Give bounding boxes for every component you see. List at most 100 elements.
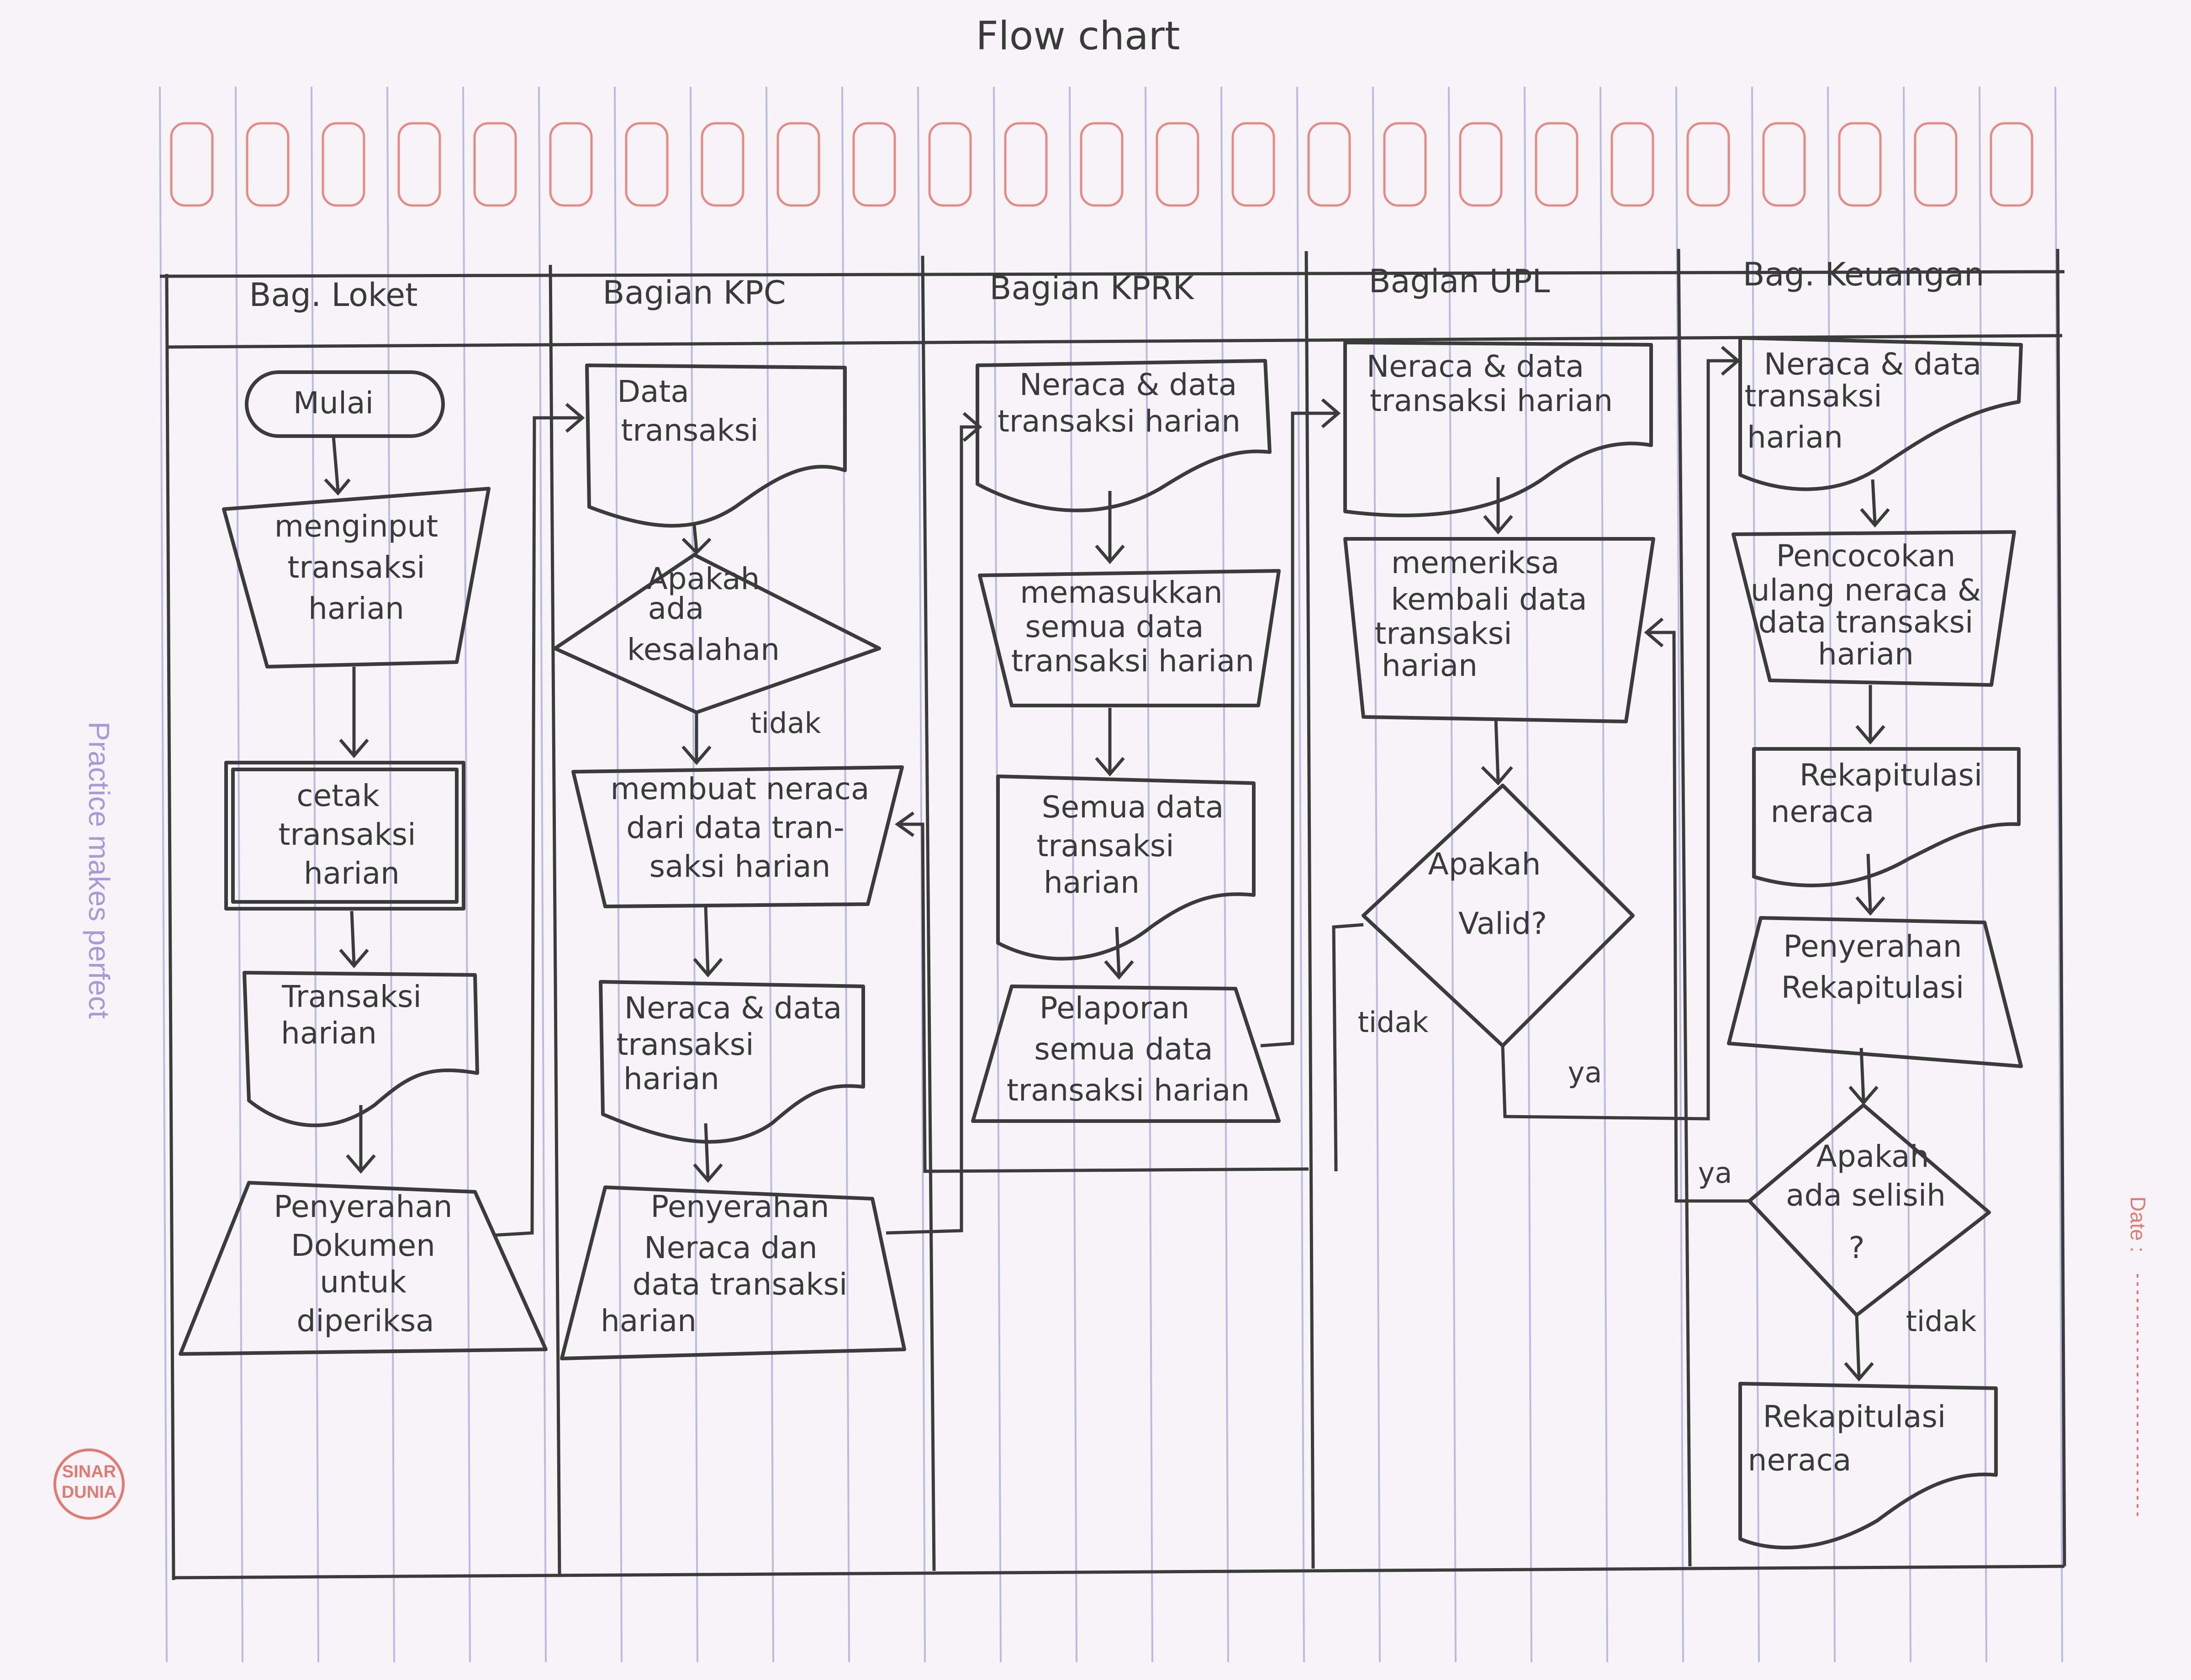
svg-text:Penyerahan: Penyerahan	[1783, 929, 1962, 964]
edge-kpc-to-kprk	[886, 425, 977, 1235]
brand-logo-line-1: SINAR	[62, 1462, 116, 1481]
edge-label-tidak-upl: tidak	[1358, 1006, 1429, 1039]
edge-data-apakah	[692, 525, 698, 551]
ruled-line	[841, 86, 850, 1663]
edge-valid-tidak	[1332, 923, 1364, 1172]
svg-text:dari data tran-: dari data tran-	[626, 810, 845, 845]
lane-header-upl: Bagian UPL	[1369, 263, 1550, 300]
header-tab	[625, 122, 669, 207]
paper-date-label: Date :	[2126, 1196, 2150, 1253]
ruled-line	[614, 86, 623, 1663]
ruled-line	[1372, 86, 1381, 1663]
header-tab	[473, 122, 517, 207]
node-rekap-final: Rekapitulasi neraca	[1738, 1382, 1998, 1549]
node-penyerahan3: Penyerahan Rekapitulasi	[1727, 916, 2023, 1068]
svg-text:Apakah: Apakah	[647, 561, 760, 596]
ruled-line	[690, 86, 698, 1663]
header-tab	[1004, 122, 1048, 207]
edge-neraca-penyerahan2	[704, 1123, 710, 1179]
svg-text:memeriksa: memeriksa	[1391, 545, 1559, 580]
svg-text:Mulai: Mulai	[293, 385, 374, 421]
node-rekap-doc: Rekapitulasi neraca	[1752, 747, 2021, 888]
svg-text:membuat neraca: membuat neraca	[611, 771, 870, 806]
ruled-line	[1827, 86, 1836, 1663]
svg-text:memasukkan: memasukkan	[1020, 575, 1222, 610]
header-tab	[1459, 122, 1503, 207]
edge-membuat-neraca-doc	[704, 906, 710, 973]
edge-label-ya-keu: ya	[1698, 1156, 1732, 1190]
edge-label-tidak-kpc: tidak	[750, 706, 821, 740]
lane-header-kprk: Bagian KPRK	[990, 269, 1195, 307]
node-semua-doc: Semua data transaksi harian	[996, 774, 1256, 961]
svg-text:harian: harian	[623, 1061, 719, 1096]
header-tab	[1990, 122, 2033, 207]
svg-text:data transaksi: data transaksi	[1758, 605, 1974, 640]
svg-text:Pencocokan: Pencocokan	[1776, 538, 1956, 574]
svg-text:harian: harian	[308, 591, 404, 626]
header-tabs	[170, 122, 2033, 207]
edge-semua-pelaporan	[1115, 927, 1121, 975]
header-tab	[701, 122, 744, 207]
svg-text:untuk: untuk	[320, 1264, 407, 1300]
svg-text:harian: harian	[1382, 648, 1478, 683]
svg-text:Neraca & data: Neraca & data	[1764, 347, 1981, 382]
header-tab	[1535, 122, 1579, 207]
ruled-line	[386, 86, 395, 1663]
ruled-line	[1979, 86, 1987, 1663]
swimlane-frame	[159, 248, 2066, 1580]
node-memeriksa: memeriksa kembali data transaksi harian	[1343, 537, 1655, 723]
svg-text:Pelaporan: Pelaporan	[1040, 990, 1190, 1026]
header-tab	[1080, 122, 1124, 207]
header-tab	[170, 122, 214, 207]
ruled-line	[159, 86, 168, 1663]
svg-text:neraca: neraca	[1748, 1443, 1852, 1478]
header-tab	[322, 122, 365, 207]
node-membuat-neraca: membuat neraca dari data tran- saksi har…	[571, 765, 904, 908]
header-tab	[1156, 122, 1199, 207]
header-tab	[1686, 122, 1730, 207]
brand-logo: SINAR DUNIA	[53, 1448, 125, 1520]
node-memasukkan: memasukkan semua data transaksi harian	[978, 569, 1281, 707]
svg-text:ada selisih: ada selisih	[1786, 1178, 1946, 1213]
svg-text:harian: harian	[1044, 865, 1140, 900]
edge-memeriksa-valid	[1494, 719, 1500, 781]
ruled-line	[1296, 86, 1305, 1663]
node-input: menginput transaksi harian	[222, 487, 491, 669]
svg-text:Semua data: Semua data	[1042, 790, 1224, 825]
svg-text:diperiksa: diperiksa	[296, 1303, 434, 1338]
ruled-line	[1524, 86, 1532, 1663]
svg-text:transaksi: transaksi	[616, 1027, 754, 1062]
svg-text:transaksi: transaksi	[1036, 828, 1174, 864]
svg-text:transaksi: transaksi	[1744, 379, 1882, 414]
node-neraca-doc-upl: Neraca & data transaksi harian	[1343, 341, 1653, 517]
svg-text:Rekapitulasi: Rekapitulasi	[1781, 970, 1964, 1005]
node-pencocokan: Pencocokan ulang neraca & data transaksi…	[1732, 530, 2016, 687]
edge-mulai-input	[332, 436, 340, 491]
svg-text:Neraca dan: Neraca dan	[644, 1230, 817, 1265]
svg-text:Apakah: Apakah	[1428, 847, 1541, 882]
ruled-line	[1069, 86, 1077, 1663]
node-valid: Apakah Valid?	[1362, 784, 1635, 1048]
header-tab	[1610, 122, 1654, 207]
node-penyerahan1: Penyerahan Dokumen untuk diperiksa	[179, 1181, 548, 1356]
ruled-line	[1675, 86, 1684, 1663]
svg-text:transaksi: transaksi	[1374, 616, 1512, 651]
paper-margin-text: Practice makes perfect	[83, 722, 116, 1019]
lane-header-kpc: Bagian KPC	[602, 274, 786, 311]
ruled-line	[1220, 86, 1229, 1663]
svg-text:Neraca & data: Neraca & data	[624, 990, 842, 1026]
svg-text:kembali data: kembali data	[1391, 582, 1587, 617]
header-tab	[928, 122, 972, 207]
svg-text:transaksi harian: transaksi harian	[1370, 383, 1613, 418]
svg-text:transaksi harian: transaksi harian	[1007, 1073, 1250, 1108]
header-tab	[852, 122, 896, 207]
svg-text:transaksi harian: transaksi harian	[1011, 643, 1254, 679]
edge-label-tidak-keu: tidak	[1906, 1305, 1977, 1338]
svg-text:Dokumen: Dokumen	[291, 1228, 435, 1263]
edge-selisih-tidak	[1855, 1315, 1861, 1377]
ruled-line	[1903, 86, 1911, 1663]
ruled-line	[1600, 86, 1608, 1663]
node-apakah-salah: Apakah ada kesalahan	[553, 553, 881, 714]
svg-text:saksi harian: saksi harian	[649, 849, 831, 884]
